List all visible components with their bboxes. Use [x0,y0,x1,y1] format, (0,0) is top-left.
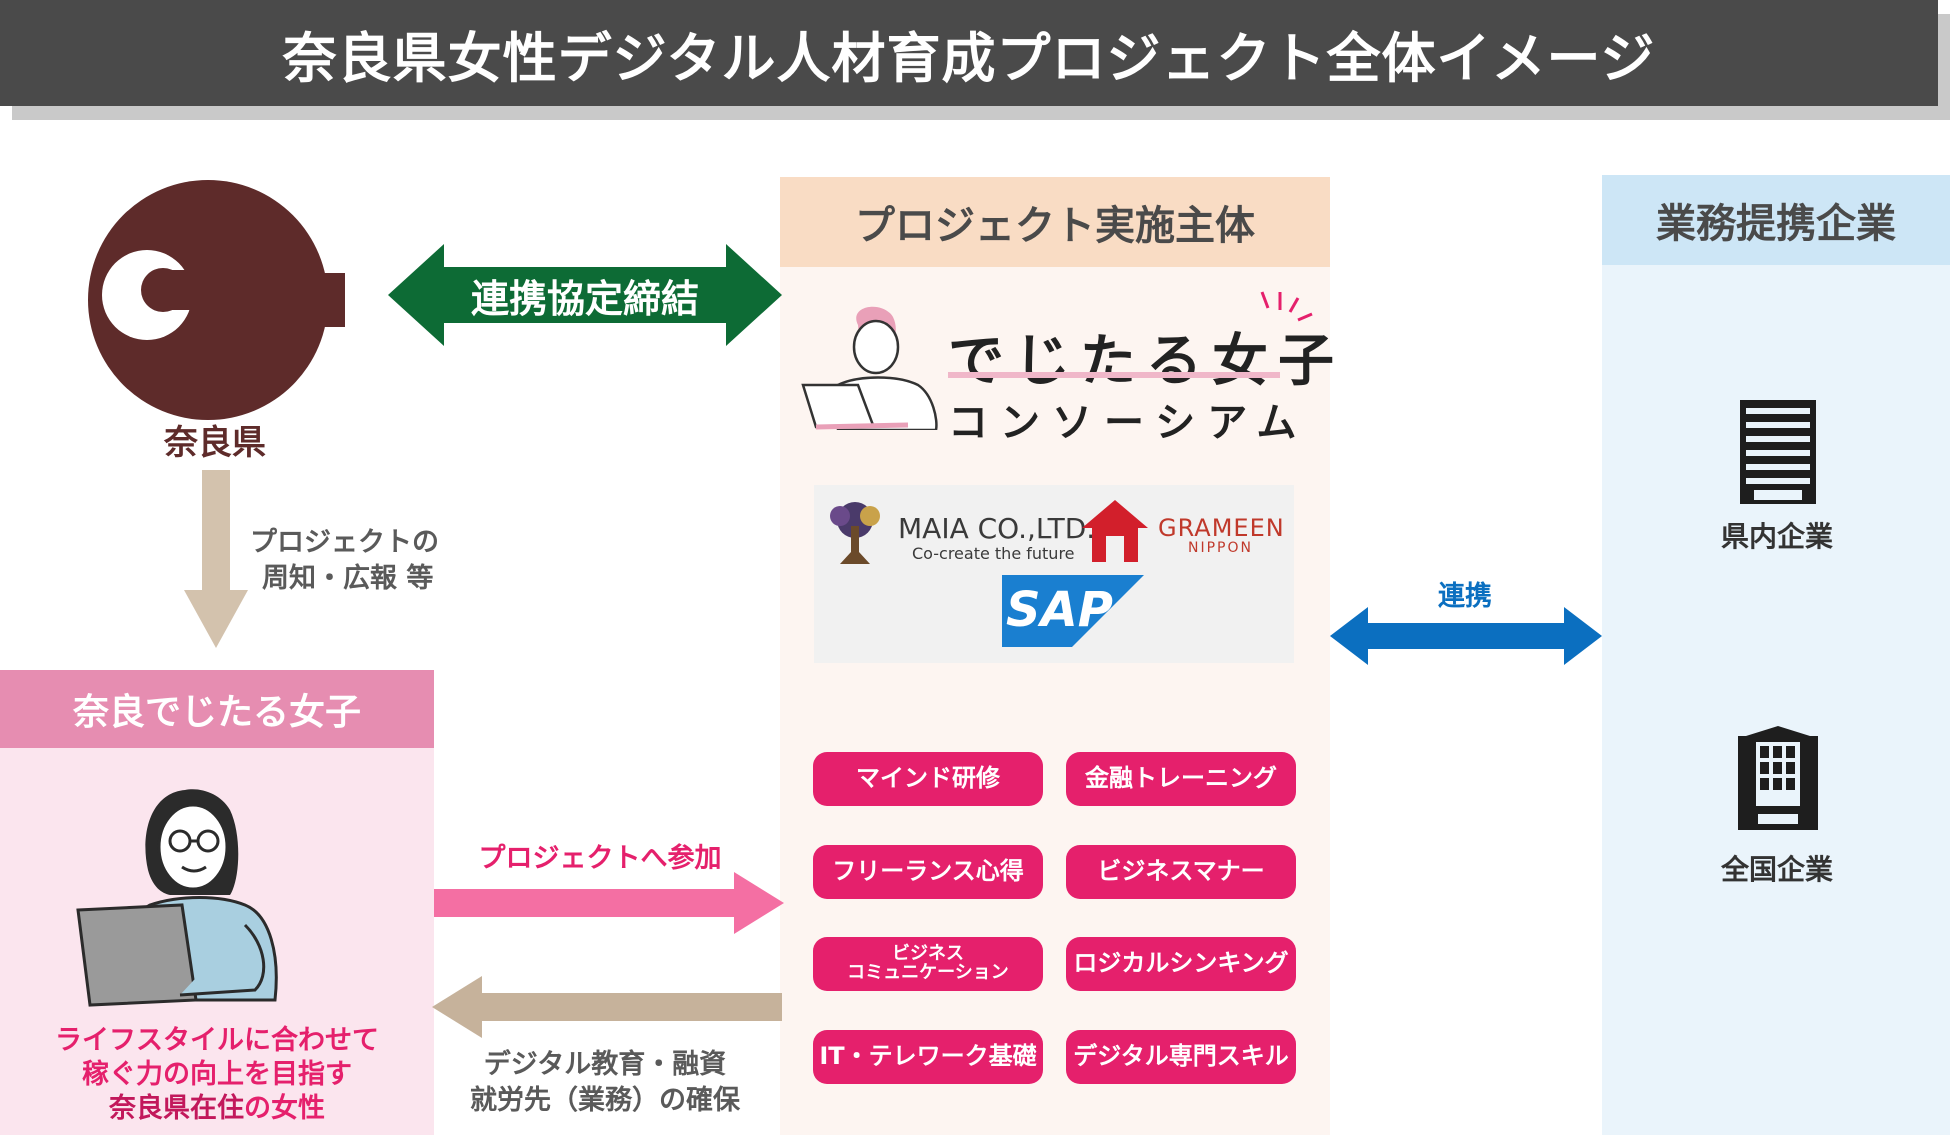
sap-logo [1002,575,1144,647]
nara-emblem-icon [88,180,345,420]
consortium-logo-line1: でじたる女子 [948,329,1344,394]
maia-tagline: Co-create the future [912,544,1075,563]
sap-text: SAP [1006,582,1113,638]
local-company-building-icon [1740,400,1816,504]
consortium-logo-line2: コンソーシアム [948,400,1309,446]
center-header-text: プロジェクト実施主体 [855,203,1255,249]
down-arrow [184,470,248,648]
center-column-header: プロジェクト実施主体 [780,177,1330,267]
consortium-logo-underline [948,372,1280,378]
return-arrow [432,976,782,1038]
page-title: 奈良県女性デジタル人材育成プロジェクト全体イメージ [282,26,1656,90]
program-mind-training: マインド研修 [813,752,1043,806]
join-arrow [434,872,784,934]
target-desc-line2: 稼ぐ力の向上を目指す [82,1059,352,1090]
alliance-label: 連携 [1438,581,1492,612]
program-business-manner: ビジネスマナー [1066,845,1296,899]
program-finance-training: 金融トレーニング [1066,752,1296,806]
target-desc-line3: 奈良県在住の女性 [0,1086,434,1125]
agreement-double-arrow [388,244,782,346]
program-business-communication: ビジネスコミュニケーション [813,937,1043,991]
target-women-header-text: 奈良でじたる女子 [72,692,361,733]
program-digital-skills: デジタル専門スキル [1066,1030,1296,1084]
alliance-double-arrow [1330,607,1602,665]
woman-laptop-illustration [76,789,278,1007]
national-company-label: 全国企業 [1720,853,1833,886]
return-line2: 就労先（業務）の確保 [470,1085,740,1116]
maia-name: MAIA CO.,LTD. [898,512,1096,545]
target-desc-rest: の女性 [244,1093,325,1124]
nara-label: 奈良県 [164,423,266,463]
target-desc-bold: 奈良県在住 [109,1093,244,1124]
title-banner: 奈良県女性デジタル人材育成プロジェクト全体イメージ [0,0,1938,106]
consortium-woman-icon [801,306,938,430]
grameen-name: GRAMEEN [1158,514,1285,542]
right-column-header: 業務提携企業 [1602,175,1950,265]
agreement-label: 連携協定締結 [470,277,699,321]
join-label: プロジェクトへ参加 [478,843,722,874]
target-desc-line1: ライフスタイルに合わせて [55,1025,379,1056]
local-company-label: 県内企業 [1720,520,1833,553]
right-column [1602,175,1950,1135]
grameen-house-icon [1082,500,1148,562]
program-freelance: フリーランス心得 [813,845,1043,899]
promotion-line1: プロジェクトの [250,527,439,558]
grameen-sub: NIPPON [1188,540,1253,556]
program-it-telework: IT・テレワーク基礎 [813,1030,1043,1084]
sparkle-icon [1260,291,1313,322]
program-logical-thinking: ロジカルシンキング [1066,937,1296,991]
promotion-line2: 周知・広報 等 [262,563,434,594]
right-header-text: 業務提携企業 [1656,201,1896,247]
target-women-header: 奈良でじたる女子 [0,670,434,748]
return-line1: デジタル教育・融資 [483,1049,727,1080]
national-company-building-icon [1738,726,1818,830]
maia-tree-icon [830,502,880,564]
